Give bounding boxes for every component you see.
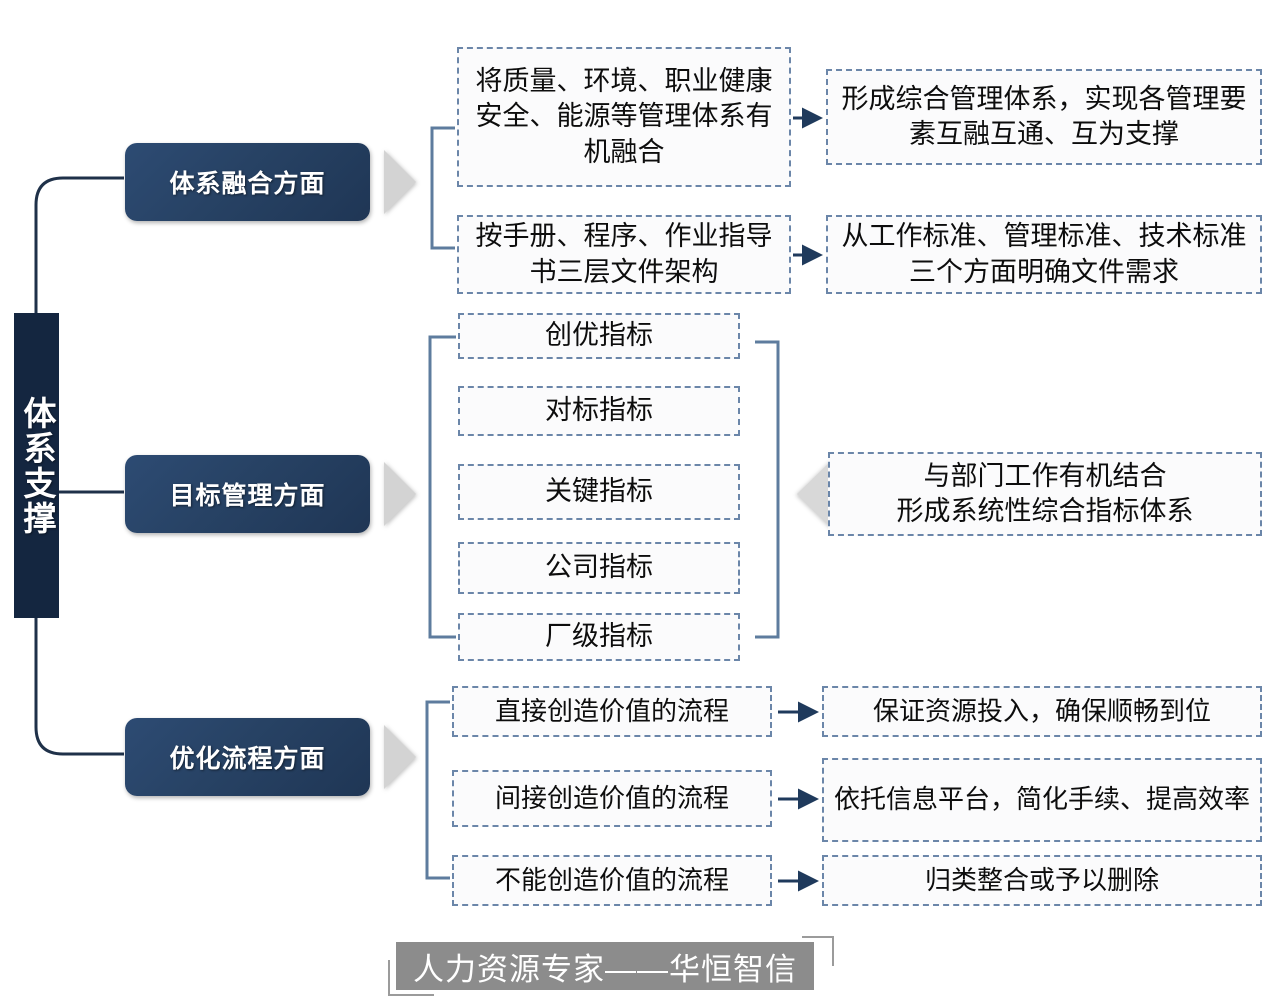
source-box-1-2: 按手册、程序、作业指导书三层文件架构 [457, 215, 791, 294]
result-box-2-1: 与部门工作有机结合 形成系统性综合指标体系 [828, 452, 1262, 536]
triangle-right-icon [384, 150, 416, 214]
category-pill-process-optimization[interactable]: 优化流程方面 [125, 718, 370, 796]
result-box-1-1: 形成综合管理体系，实现各管理要素互融互通、互为支撑 [826, 69, 1262, 165]
indicator-box: 厂级指标 [458, 613, 740, 661]
footer-corner-top-right [802, 936, 834, 966]
bracket-group-3 [425, 700, 450, 880]
bracket-group-1 [430, 126, 455, 250]
spine-branch-1 [34, 176, 124, 313]
indicator-box: 公司指标 [458, 542, 740, 594]
triangle-left-icon [797, 459, 833, 529]
indicator-box: 关键指标 [458, 464, 740, 520]
category-pill-goal-management[interactable]: 目标管理方面 [125, 455, 370, 533]
result-box-3-2: 依托信息平台，简化手续、提高效率 [822, 758, 1262, 842]
result-box-3-3: 归类整合或予以删除 [822, 855, 1262, 906]
indicator-box: 对标指标 [458, 386, 740, 436]
source-box-3-2: 间接创造价值的流程 [452, 770, 772, 827]
footer-corner-bottom-left [388, 960, 434, 996]
spine-branch-3 [34, 618, 124, 756]
bracket-group-2-right [755, 340, 780, 639]
source-box-3-3: 不能创造价值的流程 [452, 855, 772, 906]
indicator-box: 创优指标 [458, 313, 740, 359]
source-box-1-1: 将质量、环境、职业健康安全、能源等管理体系有机融合 [457, 47, 791, 187]
footer-banner: 人力资源专家——华恒智信 [396, 942, 814, 990]
category-pill-system-integration[interactable]: 体系融合方面 [125, 143, 370, 221]
spine-label: 体系支撑 [14, 313, 59, 618]
triangle-right-icon [384, 462, 416, 526]
result-box-1-2: 从工作标准、管理标准、技术标准三个方面明确文件需求 [826, 215, 1262, 294]
result-box-3-1: 保证资源投入，确保顺畅到位 [822, 686, 1262, 737]
source-box-3-1: 直接创造价值的流程 [452, 686, 772, 737]
bracket-group-2-left [428, 335, 456, 639]
triangle-right-icon [384, 725, 416, 789]
